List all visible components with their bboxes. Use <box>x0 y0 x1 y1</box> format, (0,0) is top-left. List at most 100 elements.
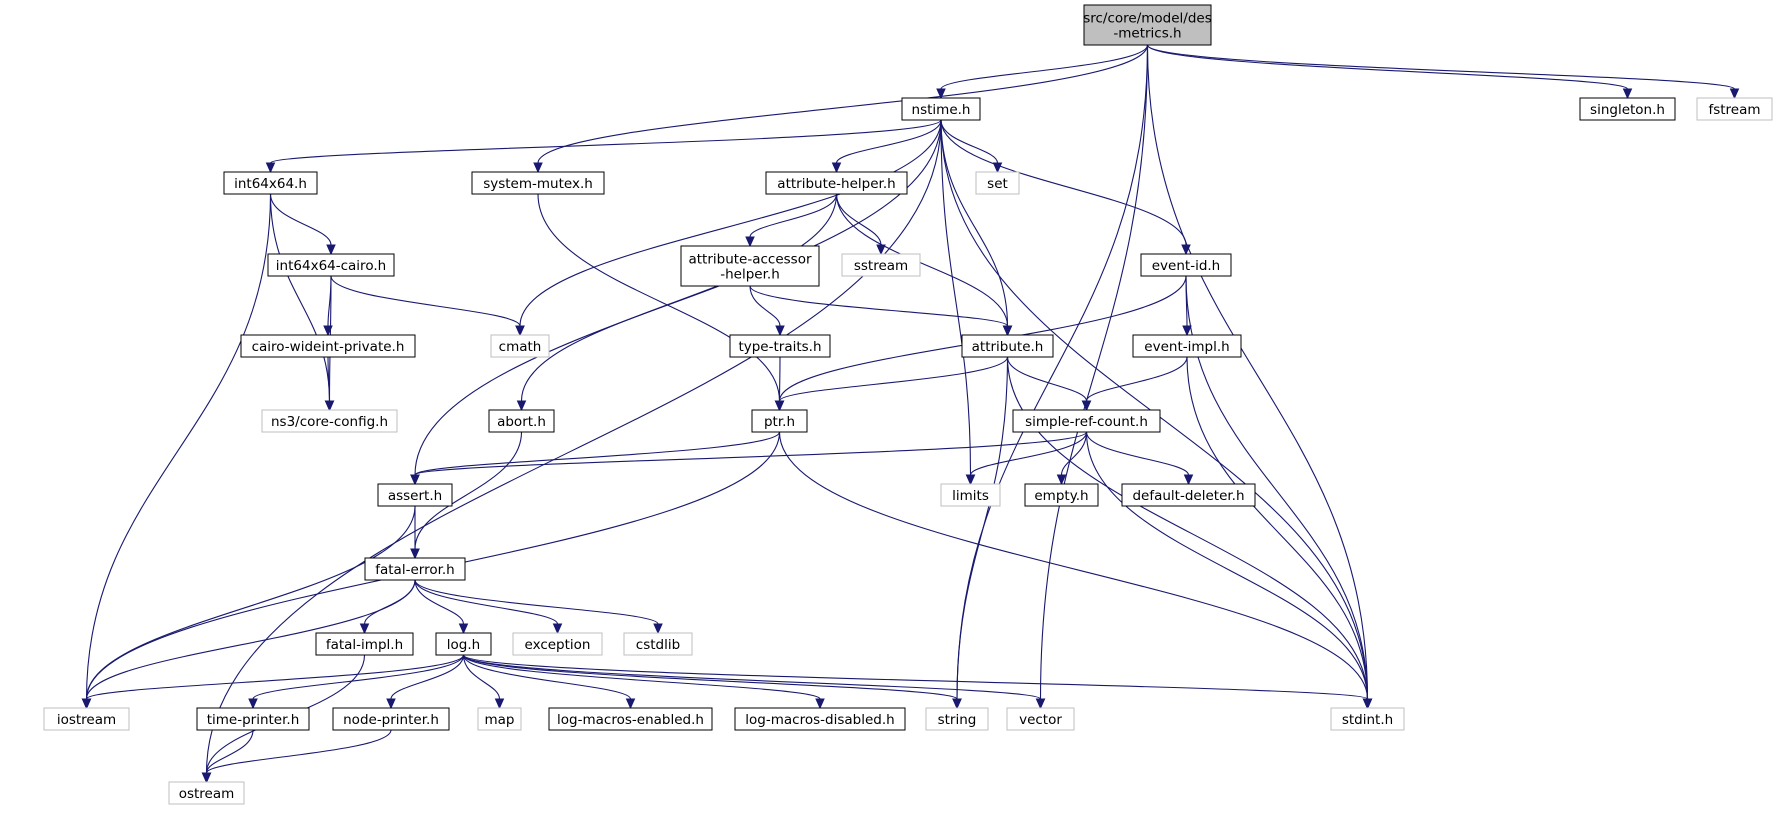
edge-line <box>956 356 1009 700</box>
edge-simpleref-to-empty <box>1056 431 1088 486</box>
edge-arrowhead <box>386 698 396 710</box>
edge-root-to-vector <box>1035 44 1149 710</box>
node-box <box>1140 253 1232 277</box>
node-label: time-printer.h <box>207 712 300 728</box>
edge-root-to-stdint <box>1146 44 1373 710</box>
edge-assert-to-iostream <box>81 505 416 710</box>
node-fstream: fstream <box>1696 97 1773 121</box>
node-label: simple-ref-count.h <box>1025 414 1148 430</box>
node-eventimpl[interactable]: event-impl.h <box>1132 334 1242 358</box>
edge-eventimpl-to-simpleref <box>1081 356 1188 412</box>
edge-line <box>462 654 1369 700</box>
node-iostream: iostream <box>43 707 130 731</box>
node-label: singleton.h <box>1590 102 1665 118</box>
edge-arrowhead <box>876 244 886 256</box>
edge-arrowhead <box>1182 325 1192 337</box>
edge-nstime-to-attrhelper <box>831 119 942 174</box>
node-int64cairo[interactable]: int64x64-cairo.h <box>267 253 395 277</box>
node-systemmutex[interactable]: system-mutex.h <box>471 171 605 195</box>
node-label: log.h <box>447 637 480 653</box>
node-box <box>1132 334 1242 358</box>
edge-line <box>1186 356 1369 700</box>
node-label: sstream <box>854 258 908 274</box>
edge-line <box>269 193 331 402</box>
edge-line <box>85 654 465 700</box>
edge-fatalerror-to-log <box>414 579 469 635</box>
node-label: cairo-wideint-private.h <box>252 339 405 355</box>
node-int64x64[interactable]: int64x64.h <box>223 171 318 195</box>
edge-line <box>205 119 942 774</box>
node-label: attribute-helper.h <box>777 176 895 192</box>
edge-arrowhead <box>326 244 336 256</box>
edge-arrowhead <box>1056 474 1067 486</box>
edge-line <box>414 579 465 625</box>
edge-line <box>85 505 416 700</box>
edge-systemmutex-to-ptr <box>537 193 785 412</box>
edge-attrhelper-to-sstream <box>835 193 886 256</box>
edge-simpleref-to-limits <box>965 431 1088 486</box>
node-box <box>1330 707 1405 731</box>
node-label: system-mutex.h <box>483 176 593 192</box>
edge-line <box>85 579 416 700</box>
node-logenabled[interactable]: log-macros-enabled.h <box>548 707 713 731</box>
edge-nodeprinter-to-ostream <box>201 729 392 784</box>
edge-attribute-to-ptr <box>774 356 1009 412</box>
edge-int64x64-to-int64cairo <box>269 193 336 256</box>
node-string: string <box>925 707 989 731</box>
node-nodeprinter[interactable]: node-printer.h <box>332 707 450 731</box>
node-cmath: cmath <box>490 334 550 358</box>
edge-line <box>414 431 781 476</box>
edge-line <box>363 579 416 625</box>
node-box <box>223 171 318 195</box>
node-cairowide[interactable]: cairo-wideint-private.h <box>240 334 416 358</box>
node-box <box>267 253 395 277</box>
edge-line <box>778 356 1009 402</box>
node-simpleref[interactable]: simple-ref-count.h <box>1012 409 1161 433</box>
node-timeprinter[interactable]: time-printer.h <box>196 707 310 731</box>
node-nstime[interactable]: nstime.h <box>901 97 981 121</box>
node-attribute[interactable]: attribute.h <box>961 334 1054 358</box>
node-attrhelper[interactable]: attribute-helper.h <box>765 171 908 195</box>
node-typetraits[interactable]: type-traits.h <box>729 334 831 358</box>
node-empty[interactable]: empty.h <box>1024 483 1099 507</box>
edge-line <box>252 654 465 700</box>
node-map: map <box>477 707 522 731</box>
edge-line <box>940 119 1187 246</box>
node-label: fatal-impl.h <box>326 637 403 653</box>
node-defaultdeleter[interactable]: default-deleter.h <box>1121 483 1256 507</box>
node-ptr[interactable]: ptr.h <box>751 409 808 433</box>
edge-arrowhead <box>494 698 505 710</box>
node-set: set <box>975 171 1020 195</box>
node-logdisabled[interactable]: log-macros-disabled.h <box>734 707 906 731</box>
node-assert[interactable]: assert.h <box>377 483 453 507</box>
node-box <box>940 483 1001 507</box>
edge-arrowhead <box>965 474 976 486</box>
node-label: set <box>987 176 1008 192</box>
edge-line <box>940 44 1149 90</box>
node-label: vector <box>1019 712 1062 728</box>
edge-line <box>414 579 559 625</box>
node-box <box>512 632 603 656</box>
edge-line <box>1006 356 1369 700</box>
edge-nstime-to-limits <box>940 119 976 486</box>
node-singleton[interactable]: singleton.h <box>1579 97 1676 121</box>
edge-line <box>1085 431 1369 700</box>
node-fatalerror[interactable]: fatal-error.h <box>364 557 466 581</box>
node-eventid[interactable]: event-id.h <box>1140 253 1232 277</box>
edge-fatalerror-to-cstdlib <box>414 579 663 635</box>
node-attraccessor[interactable]: attribute-accessor-helper.h <box>680 245 820 287</box>
node-log[interactable]: log.h <box>435 632 492 656</box>
node-label: src/core/model/des <box>1083 11 1212 27</box>
node-exception: exception <box>512 632 603 656</box>
node-fatalimpl[interactable]: fatal-impl.h <box>315 632 414 656</box>
edge-line <box>330 275 521 327</box>
node-box <box>841 253 921 277</box>
node-box <box>901 97 981 121</box>
edge-line <box>940 119 1009 327</box>
edge-root-to-systemmutex <box>533 44 1149 174</box>
node-root[interactable]: src/core/model/des-metrics.h <box>1083 4 1212 46</box>
edge-arrowhead <box>1181 244 1191 256</box>
node-abort[interactable]: abort.h <box>488 409 555 433</box>
edge-line <box>956 44 1149 700</box>
